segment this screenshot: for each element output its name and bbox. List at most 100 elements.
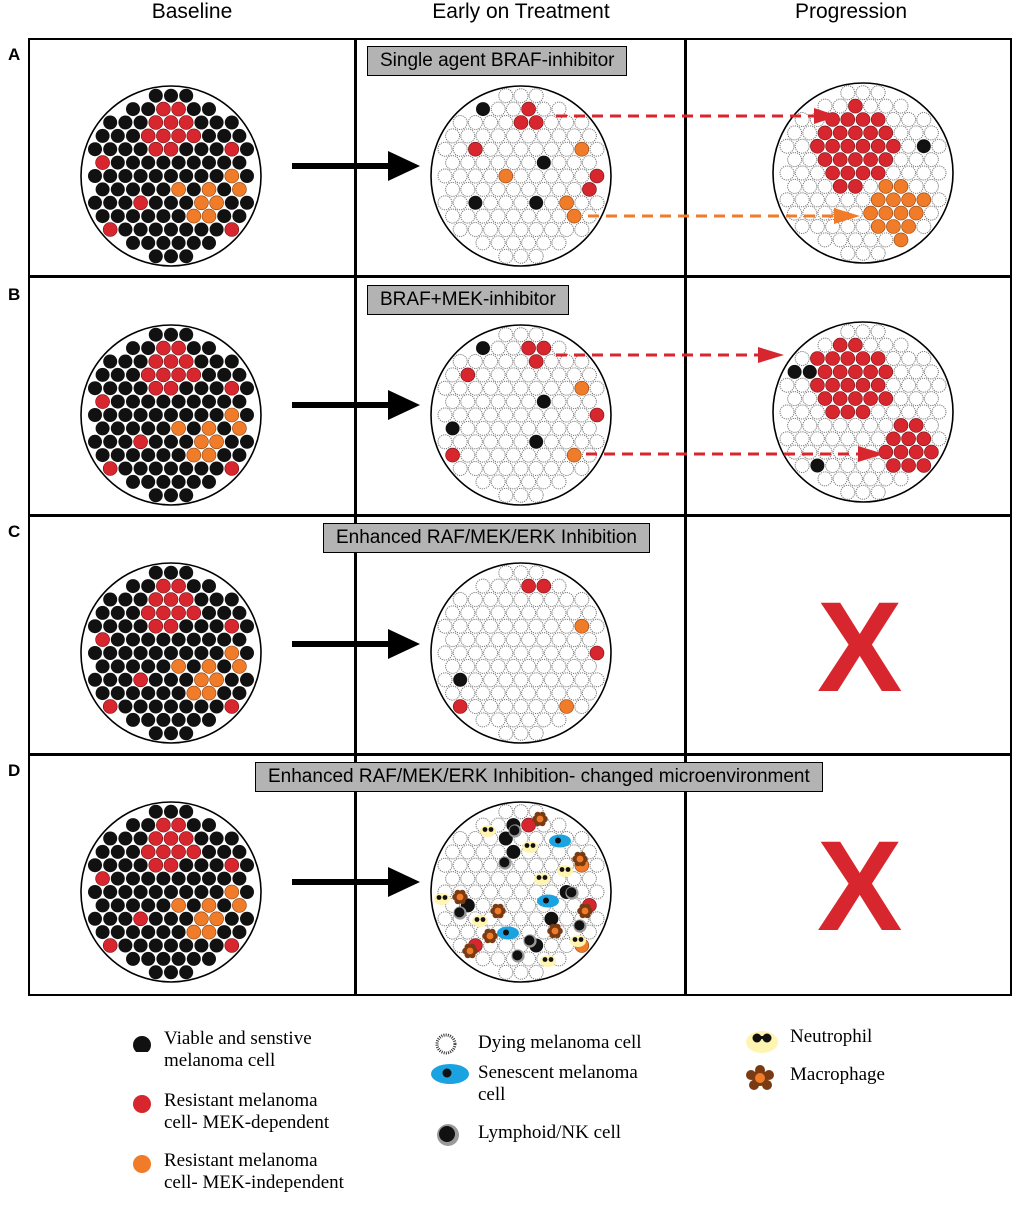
dying-cell (878, 417, 894, 433)
dying-cell (551, 658, 567, 674)
dying-cell (779, 165, 795, 181)
mek-dependent-cell (840, 112, 856, 127)
sensitive-cell (156, 155, 171, 170)
dying-cell (543, 618, 559, 634)
sensitive-cell (148, 461, 163, 476)
sensitive-cell (126, 898, 140, 913)
dying-cell (916, 377, 932, 393)
row-letter-c: C (8, 522, 21, 541)
dying-cell (779, 138, 795, 154)
mek-dependent-cell (832, 125, 848, 141)
sensitive-cell (209, 699, 224, 714)
mek-dependent-cell (848, 391, 863, 406)
sensitive-cell (95, 898, 110, 913)
dying-cell (467, 222, 483, 237)
dying-cell (498, 699, 514, 714)
sensitive-cell (179, 619, 194, 634)
baseline-well-b (80, 324, 262, 506)
mek-dependent-cell (589, 168, 605, 184)
dying-cell (483, 195, 499, 211)
sensitive-cell (179, 885, 194, 899)
dying-cell (559, 618, 575, 634)
dying-cell (513, 88, 529, 104)
sensitive-cell (186, 659, 201, 674)
dying-cell (543, 461, 559, 476)
sensitive-cell (95, 448, 110, 463)
sensitive-cell (232, 925, 247, 940)
dying-cell (467, 434, 483, 450)
dying-cell (566, 420, 582, 436)
dying-cell (498, 618, 514, 634)
sensitive-cell (179, 88, 194, 103)
dying-cell (840, 431, 856, 447)
mek-dependent-cell (817, 391, 833, 406)
column-header-baseline: Baseline (151, 0, 233, 23)
dying-cell (490, 128, 506, 144)
dying-cell (870, 324, 886, 340)
dying-cell (452, 115, 468, 130)
dying-cell (551, 474, 567, 490)
dying-cell (467, 884, 483, 900)
treatment-label-b: BRAF+MEK-inhibitor (367, 285, 569, 315)
sensitive-cell (110, 871, 125, 886)
sensitive-cell (202, 712, 216, 727)
dying-cell (543, 434, 559, 450)
dying-cell (832, 444, 848, 460)
mek-dependent-cell (186, 605, 202, 621)
sensitive-cell (171, 394, 186, 409)
mek-dependent-cell (163, 831, 179, 846)
sensitive-cell (95, 128, 110, 143)
dying-cell (589, 911, 605, 927)
mek-dependent-cell (224, 461, 240, 476)
mek-independent-cell (901, 192, 916, 208)
sensitive-cell (110, 209, 125, 224)
neutrophil-cell (570, 935, 586, 947)
dying-cell (817, 417, 833, 433)
dying-cell (513, 964, 529, 980)
mek-dependent-cell (832, 391, 848, 406)
senescent-cell (497, 926, 519, 940)
sensitive-cell (194, 699, 209, 714)
dying-cell (908, 391, 924, 407)
dying-cell (543, 380, 559, 396)
dying-cell (505, 685, 521, 701)
column-divider-1 (354, 38, 357, 996)
dying-cell (505, 235, 521, 251)
sensitive-cell (217, 421, 232, 436)
sensitive-cell (171, 871, 186, 886)
mek-dependent-cell (878, 125, 894, 141)
mek-dependent-cell (825, 351, 840, 366)
mek-dependent-cell (521, 340, 536, 356)
sensitive-cell (240, 858, 254, 873)
sensitive-cell (126, 818, 140, 833)
mek-dependent-cell (148, 592, 164, 607)
mek-independent-cell (870, 219, 886, 234)
dying-cell (916, 351, 932, 366)
sensitive-cell (544, 911, 559, 926)
sensitive-cell (95, 209, 110, 224)
sensitive-cell (232, 871, 247, 886)
dying-cell (893, 391, 909, 407)
sensitive-cell (186, 102, 201, 117)
dying-cell (483, 354, 499, 369)
legend-mek-independent-line1: Resistant melanoma (164, 1150, 318, 1171)
dying-cell (551, 181, 567, 197)
dying-cell (437, 168, 453, 184)
mek-dependent-cell (589, 645, 605, 661)
dying-cell (528, 592, 544, 607)
dying-cell (551, 128, 567, 144)
dying-cell (467, 857, 483, 873)
dying-cell (475, 367, 491, 383)
dying-cell (452, 857, 468, 873)
dying-cell (551, 340, 567, 356)
dying-cell (513, 141, 529, 157)
panel-frame (28, 38, 1012, 996)
mek-dependent-cell (178, 831, 194, 846)
sensitive-cell (118, 354, 133, 369)
senescent-cell (537, 894, 559, 908)
sensitive-cell (217, 871, 232, 886)
dying-cell (498, 407, 514, 423)
dying-cell (460, 658, 476, 674)
dying-cell (916, 112, 932, 127)
dying-cell (528, 725, 544, 741)
